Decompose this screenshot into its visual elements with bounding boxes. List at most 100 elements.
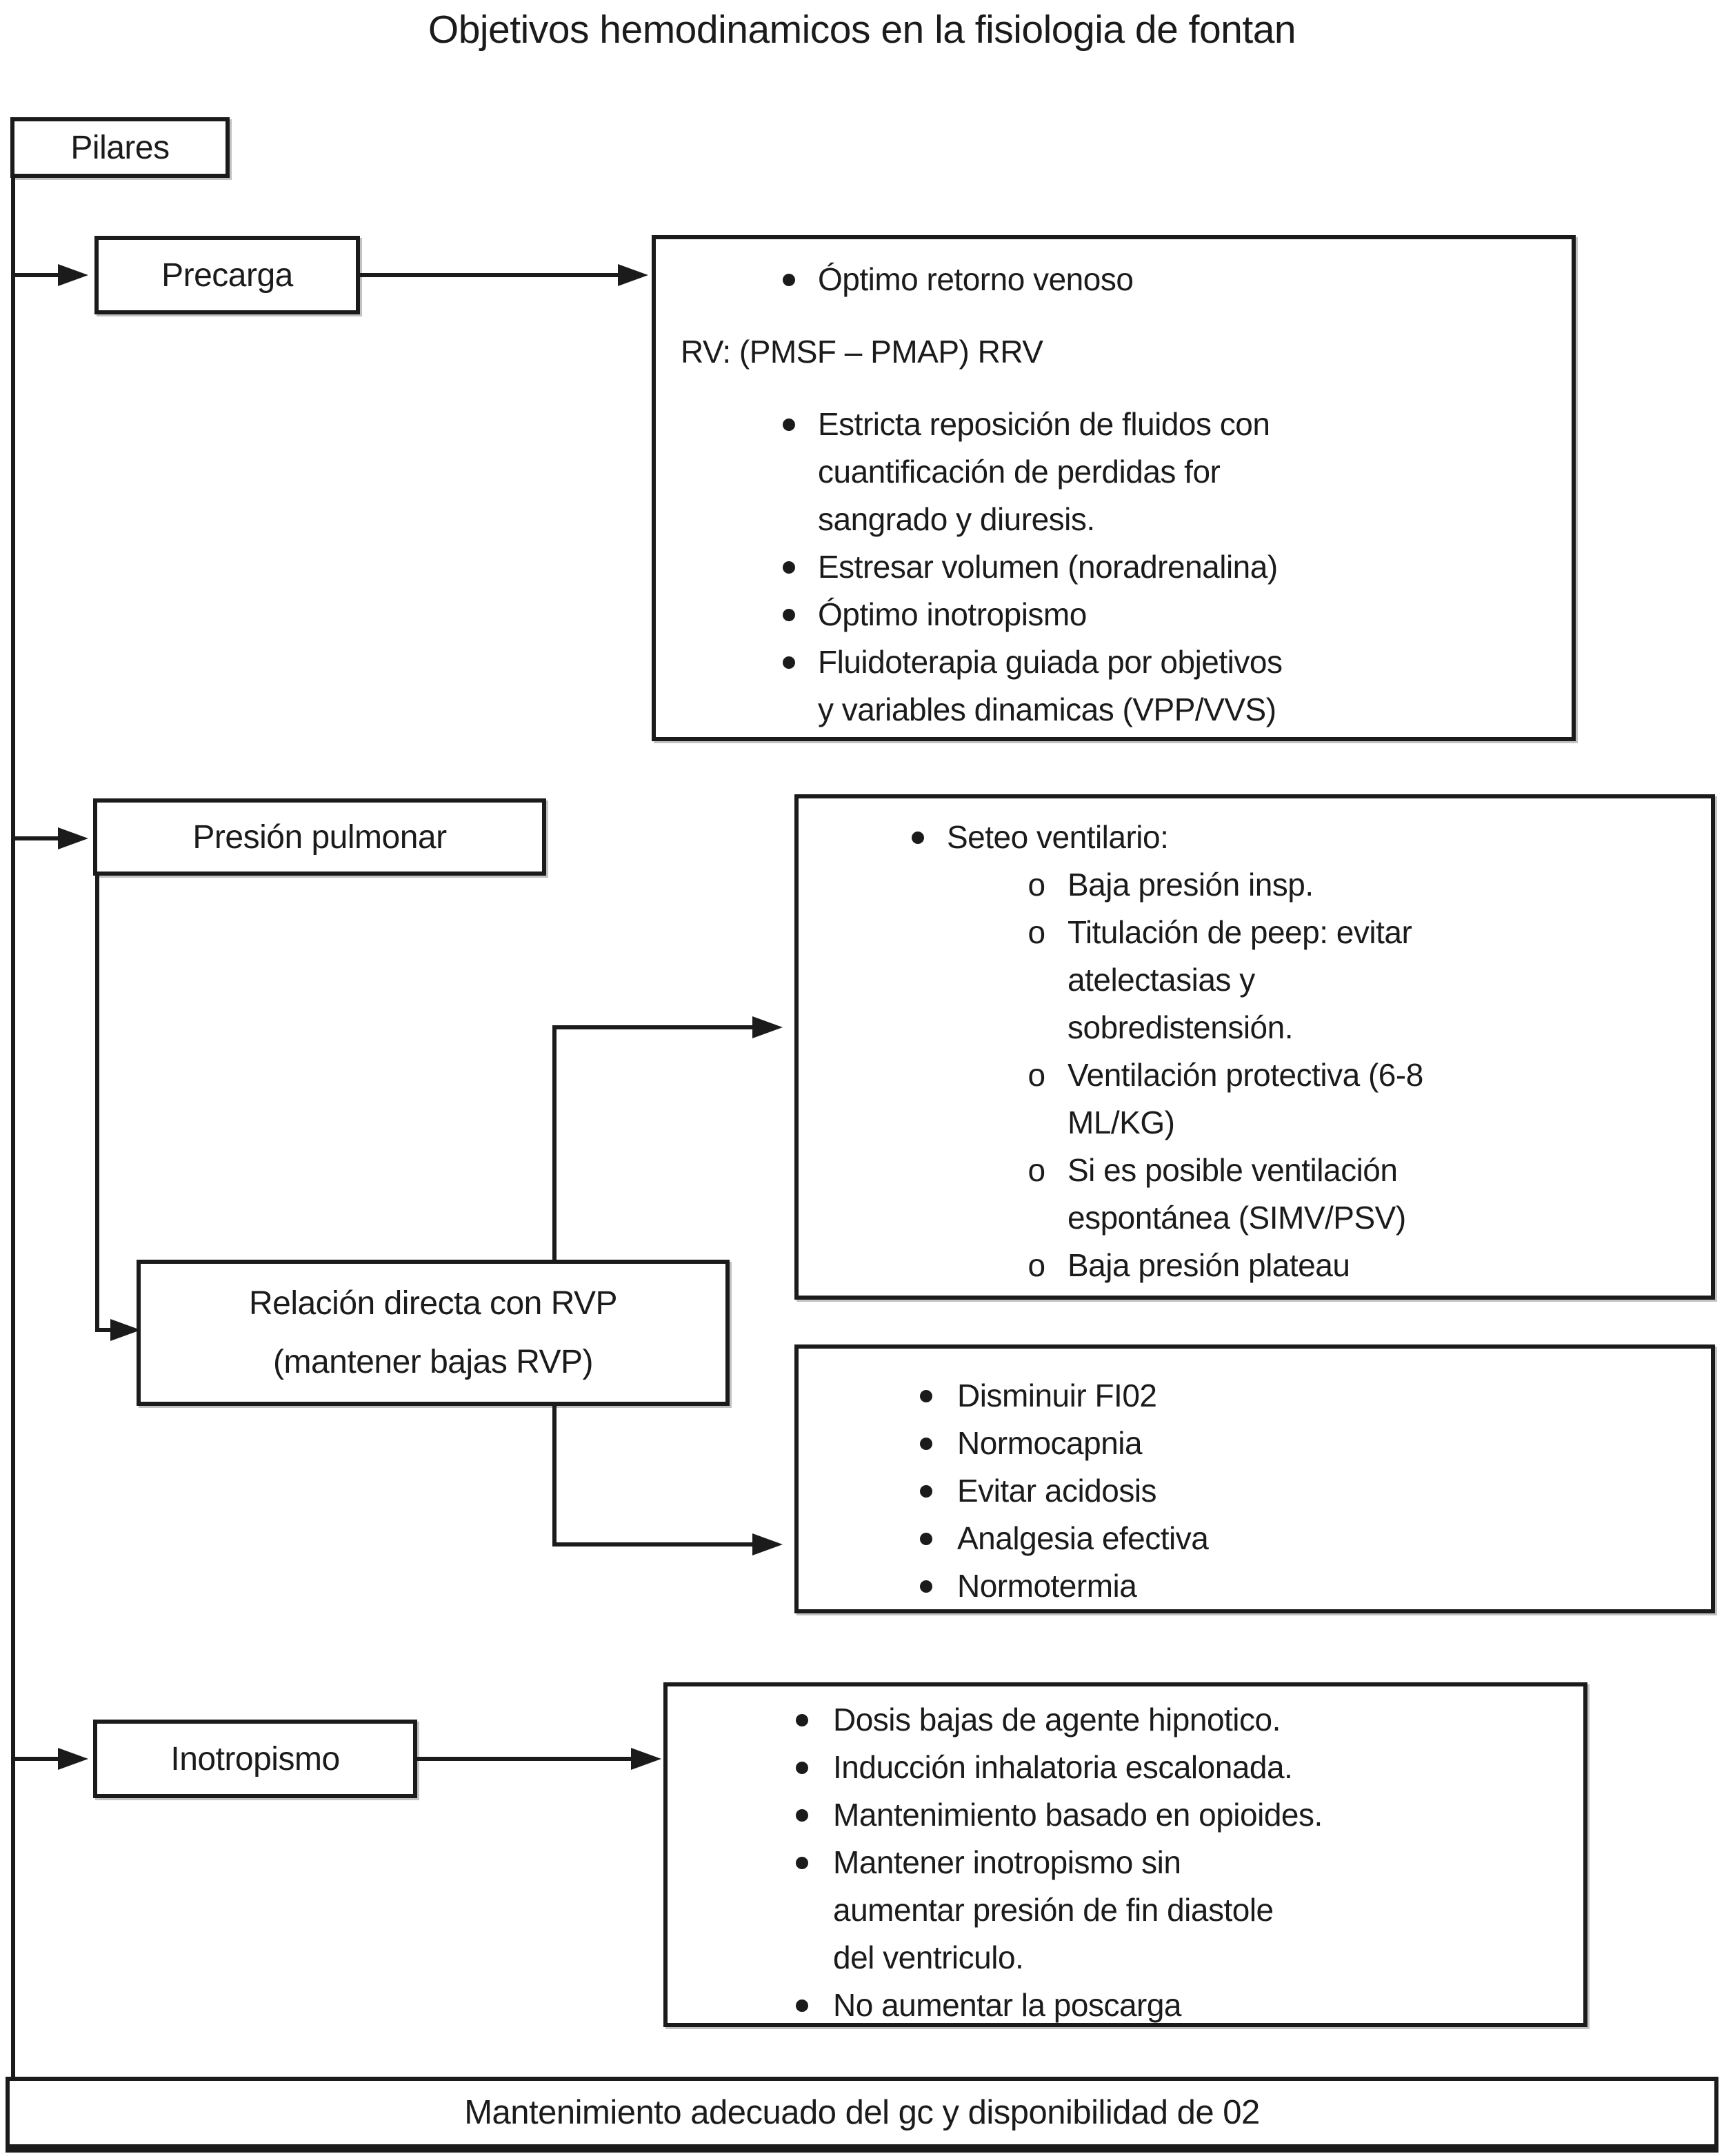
item-text: Seteo ventilario: <box>947 819 1169 855</box>
presion-pulmonar-node: Presión pulmonar <box>93 798 546 876</box>
bullet-icon <box>771 1791 833 1822</box>
circle-bullet-icon <box>1005 1051 1068 1099</box>
list-item: No aumentar la poscarga <box>668 1982 1563 2029</box>
arrowhead-precarga-detail-icon <box>618 264 648 286</box>
arrowhead-ventilacion-icon <box>752 1016 783 1038</box>
circle-bullet-icon <box>1005 861 1068 909</box>
bullet-icon <box>771 1744 833 1774</box>
relacion-rvp-node: Relación directa con RVP (mantener bajas… <box>137 1260 730 1406</box>
arrowhead-inotropismo-icon <box>58 1748 88 1770</box>
relacion-downstream-line <box>552 1406 557 1547</box>
bullet-icon <box>895 1467 957 1498</box>
list-item: Seteo ventilario: <box>799 814 1690 861</box>
item-text: Normotermia <box>957 1568 1137 1604</box>
list-item: Normotermia <box>799 1562 1690 1610</box>
bullet-icon <box>759 401 818 431</box>
pilares-label: Pilares <box>70 129 170 166</box>
trunk-line <box>11 178 15 2079</box>
arrow-line-inotropismo <box>14 1757 58 1761</box>
item-text: Dosis bajas de agente hipnotico. <box>833 1702 1281 1737</box>
list-item: RV: (PMSF – PMAP) RRV <box>656 328 1551 376</box>
item-text: Baja presión plateau <box>1068 1247 1350 1283</box>
circle-bullet-icon <box>1005 1147 1068 1194</box>
ventilacion-detail-list: Seteo ventilario: Baja presión insp. Titul… <box>799 798 1711 1296</box>
list-item: Mantenimiento basado en opioides. <box>668 1791 1563 1839</box>
relacion-up-line <box>552 1025 557 1260</box>
list-item: Ventilación protectiva (6-8ML/KG) <box>799 1051 1690 1147</box>
bullet-icon <box>895 1372 957 1402</box>
arrowhead-precarga-icon <box>58 264 88 286</box>
list-item: Óptimo inotropismo <box>656 591 1551 638</box>
relacion-stub-line <box>95 1328 113 1332</box>
arrow-line-precarga-detail <box>360 273 619 277</box>
inotropismo-detail-list: Dosis bajas de agente hipnotico. Inducció… <box>668 1686 1583 2023</box>
item-text: No aumentar la poscarga <box>833 1987 1182 2023</box>
bullet-icon <box>771 1982 833 2012</box>
arrowhead-rvp-detail-icon <box>752 1533 783 1555</box>
item-text: Óptimo inotropismo <box>818 596 1087 632</box>
inotropismo-detail-panel: Dosis bajas de agente hipnotico. Inducció… <box>663 1682 1587 2027</box>
bullet-icon <box>771 1839 833 1869</box>
arrow-line-ventilacion <box>552 1025 754 1029</box>
item-text: RV: (PMSF – PMAP) RRV <box>681 334 1043 370</box>
list-item: Baja presión plateau <box>799 1242 1690 1289</box>
item-text: Estresar volumen (noradrenalina) <box>818 549 1278 585</box>
bullet-icon <box>888 814 947 844</box>
bullet-icon <box>895 1420 957 1450</box>
precarga-node: Precarga <box>94 236 360 314</box>
bullet-icon <box>895 1515 957 1545</box>
list-item: Dosis bajas de agente hipnotico. <box>668 1696 1563 1744</box>
ventilacion-detail-panel: Seteo ventilario: Baja presión insp. Titul… <box>794 794 1715 1300</box>
arrowhead-inotropismo-detail-icon <box>631 1748 661 1770</box>
bullet-icon <box>759 543 818 574</box>
footer-bar: Mantenimiento adecuado del gc y disponib… <box>6 2077 1718 2153</box>
relacion-rvp-line1: Relación directa con RVP <box>248 1285 618 1322</box>
bullet-icon <box>759 591 818 621</box>
arrow-line-presion <box>14 836 58 840</box>
relacion-rvp-line2: (mantener bajas RVP) <box>273 1344 594 1380</box>
list-item: Estresar volumen (noradrenalina) <box>656 543 1551 591</box>
arrow-line-rvp-detail <box>552 1542 754 1547</box>
footer-label: Mantenimiento adecuado del gc y disponib… <box>464 2094 1260 2131</box>
presion-pulmonar-label: Presión pulmonar <box>192 818 447 856</box>
list-item: Baja presión insp. <box>799 861 1690 909</box>
list-item: Analgesia efectiva <box>799 1515 1690 1562</box>
arrowhead-relacion-icon <box>110 1319 141 1341</box>
list-item: Evitar acidosis <box>799 1467 1690 1515</box>
item-text: Inducción inhalatoria escalonada. <box>833 1749 1293 1785</box>
item-text: Normocapnia <box>957 1425 1143 1461</box>
bullet-icon <box>771 1696 833 1726</box>
bullet-icon <box>895 1562 957 1593</box>
item-text: Evitar acidosis <box>957 1473 1157 1509</box>
circle-bullet-icon <box>1005 909 1068 956</box>
arrow-line-precarga <box>14 273 58 277</box>
list-item: Disminuir FI02 <box>799 1372 1690 1420</box>
inotropismo-node: Inotropismo <box>93 1720 417 1798</box>
bullet-icon <box>759 256 818 286</box>
item-text: Analgesia efectiva <box>957 1520 1209 1556</box>
arrowhead-presion-icon <box>58 827 88 849</box>
inotropismo-label: Inotropismo <box>170 1740 340 1777</box>
presion-down-line <box>95 876 99 1332</box>
circle-bullet-icon <box>1005 1242 1068 1289</box>
list-item: Normocapnia <box>799 1420 1690 1467</box>
item-text: Disminuir FI02 <box>957 1378 1157 1413</box>
arrow-line-inotropismo-detail <box>417 1757 632 1761</box>
precarga-label: Precarga <box>161 256 293 294</box>
item-text: Baja presión insp. <box>1068 867 1314 903</box>
